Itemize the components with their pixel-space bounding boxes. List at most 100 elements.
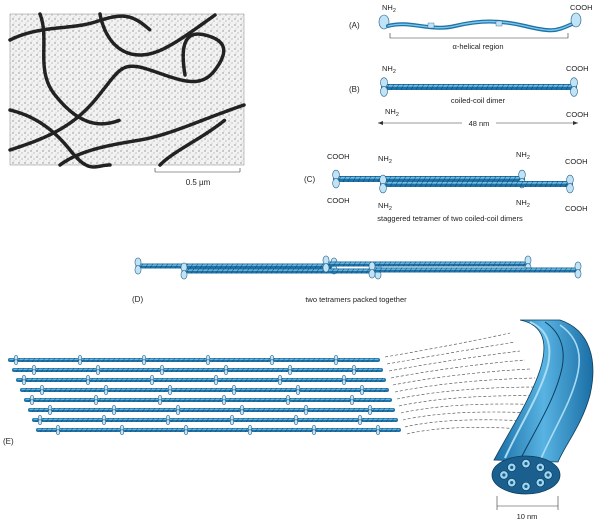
coiled-coil-rope — [323, 261, 531, 267]
panel-c-letter: (C) — [304, 175, 315, 184]
globular-head — [213, 375, 219, 385]
globular-head — [103, 385, 109, 395]
globular-head — [379, 174, 387, 194]
coiled-coil-rope — [8, 357, 380, 363]
globular-head — [167, 385, 173, 395]
globular-head — [13, 355, 19, 365]
globular-head — [375, 425, 381, 435]
globular-head — [380, 77, 388, 97]
coiled-coil-rope — [12, 367, 383, 373]
coiled-coil-rope — [36, 427, 401, 433]
panel-c-cooh-top-right: COOH — [565, 157, 588, 166]
electron-micrograph: 0.5 µm — [8, 12, 246, 187]
globular-head — [277, 375, 283, 385]
globular-head — [180, 262, 188, 280]
globular-head — [165, 415, 171, 425]
globular-head — [157, 395, 163, 405]
panel-b-cooh-bottom: COOH — [566, 110, 589, 119]
coiled-coil-rope — [16, 377, 386, 383]
panel-b-nh2-bottom: NH2 — [385, 107, 399, 118]
globular-head — [183, 425, 189, 435]
globular-head — [287, 365, 293, 375]
coiled-coil-rope — [28, 407, 395, 413]
coiled-coil-rope — [380, 180, 573, 188]
globular-head — [111, 405, 117, 415]
panel-c-nh2-top-left: NH2 — [378, 154, 392, 165]
alpha-helical-label: α-helical region — [452, 42, 503, 51]
globular-head — [159, 365, 165, 375]
coiled-coil-rope — [369, 267, 581, 273]
globular-head — [311, 425, 317, 435]
globular-head — [247, 425, 253, 435]
coiled-coil-rope — [32, 417, 398, 423]
globular-head — [31, 365, 37, 375]
globular-head — [221, 395, 227, 405]
micrograph-filaments — [8, 12, 246, 169]
globular-head — [134, 257, 142, 275]
c-terminal-head — [570, 12, 582, 28]
panel-c-nh2-top-right: NH2 — [516, 150, 530, 161]
globular-head — [341, 375, 347, 385]
panel-c-cooh-top-left: COOH — [327, 152, 350, 161]
globular-head — [101, 415, 107, 425]
panel-a-cooh: COOH — [570, 3, 593, 12]
globular-head — [175, 405, 181, 415]
globular-head — [55, 425, 61, 435]
staggered-tetramer — [332, 169, 574, 194]
globular-head — [229, 415, 235, 425]
diameter-label: 10 nm — [517, 512, 538, 521]
globular-head — [368, 261, 376, 279]
globular-head — [85, 375, 91, 385]
globular-head — [357, 415, 363, 425]
globular-head — [47, 405, 53, 415]
panel-a-nh2: NH2 — [382, 3, 396, 14]
panel-b: (B) NH2 NH2 COOH COOH coiled-coil dimer … — [349, 64, 589, 128]
globular-head — [239, 405, 245, 415]
globular-head — [566, 174, 574, 194]
globular-head — [332, 169, 340, 189]
globular-head — [349, 395, 355, 405]
panel-b-nh2-top: NH2 — [382, 64, 396, 75]
globular-head — [303, 405, 309, 415]
coiled-coil-rope — [24, 397, 392, 403]
panel-d-caption: two tetramers packed together — [305, 295, 407, 304]
length-label: 48 nm — [469, 119, 490, 128]
globular-head — [205, 355, 211, 365]
globular-head — [367, 405, 373, 415]
globular-head — [77, 355, 83, 365]
coiled-coil-dimer — [380, 77, 578, 97]
panel-c: (C) COOH COOH NH2 NH2 NH2 NH2 COOH COOH … — [304, 150, 588, 223]
globular-head — [21, 375, 27, 385]
globular-head — [285, 395, 291, 405]
globular-head — [29, 395, 35, 405]
globular-head — [93, 395, 99, 405]
panel-c-caption: staggered tetramer of two coiled-coil di… — [377, 214, 523, 223]
globular-head — [223, 365, 229, 375]
globular-head — [293, 415, 299, 425]
panel-a: (A) NH2 COOH α-helical region — [349, 3, 593, 51]
filament-cylinder — [491, 319, 594, 495]
panel-b-letter: (B) — [349, 85, 360, 94]
panel-c-nh2-bottom-right: NH2 — [516, 198, 530, 209]
panel-d: (D) two tetramers packed together — [132, 255, 582, 304]
globular-head — [322, 255, 330, 273]
panel-b-caption: coiled-coil dimer — [451, 96, 506, 105]
globular-head — [269, 355, 275, 365]
globular-head — [149, 375, 155, 385]
coiled-coil-rope — [181, 268, 381, 274]
panel-b-cooh-top: COOH — [566, 64, 589, 73]
coiled-coil-rope — [135, 263, 337, 269]
globular-head — [119, 425, 125, 435]
globular-head — [141, 355, 147, 365]
protofilament-sheet — [8, 355, 401, 435]
panel-e-letter: (E) — [3, 437, 14, 446]
panel-c-nh2-bottom-left: NH2 — [378, 201, 392, 212]
globular-head — [295, 385, 301, 395]
panel-c-cooh-bottom-left: COOH — [327, 196, 350, 205]
coiled-coil-rope — [20, 387, 389, 393]
globular-head — [359, 385, 365, 395]
globular-head — [37, 415, 43, 425]
cross-section-tetramers — [499, 459, 553, 491]
globular-head — [574, 261, 582, 279]
